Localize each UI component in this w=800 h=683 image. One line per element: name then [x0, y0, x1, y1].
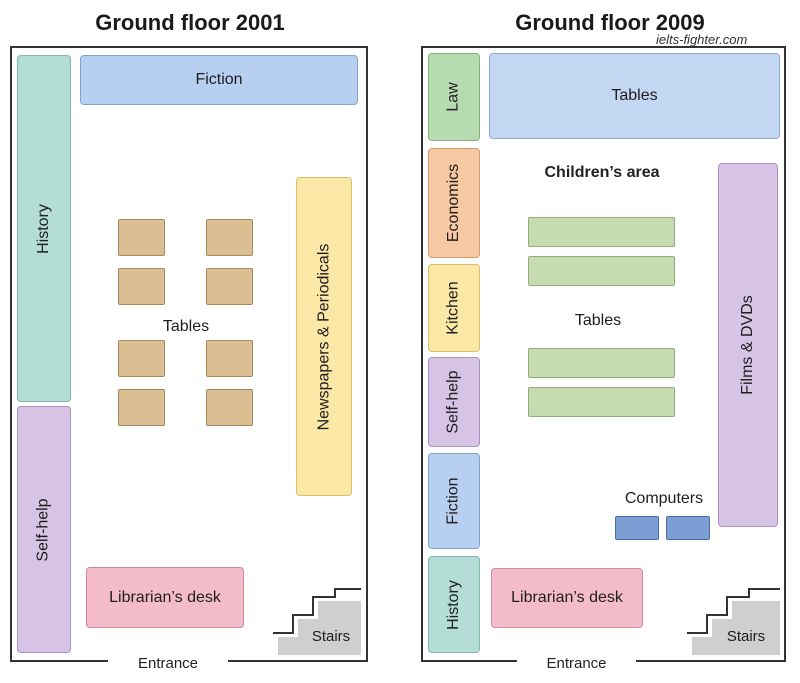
plan-2001-newspapers-section: Newspapers & Periodicals: [296, 177, 352, 496]
plan-2009-economics-label: Economics: [445, 163, 462, 243]
plan-2001-librarian-desk: Librarian’s desk: [86, 567, 244, 628]
plan-2001-history-label: History: [35, 203, 52, 254]
plan-2001-walls: [10, 46, 368, 662]
plan-2001-table: [206, 340, 253, 377]
plan-2009-wall-bottom-left: [421, 660, 517, 662]
plan-2001-table: [118, 389, 165, 426]
plan-2009-table: [528, 256, 675, 286]
plan-2009-table: [528, 348, 675, 378]
plan-2009-history-label: History: [445, 579, 462, 630]
plan-2001-table: [118, 340, 165, 377]
plan-2001-fiction-label: Fiction: [195, 71, 243, 88]
plan-2009-kitchen-label: Kitchen: [445, 281, 462, 335]
plan-2009-self-help-section: Self-help: [428, 357, 480, 447]
plan-2001-stairs-label: Stairs: [311, 628, 351, 645]
plan-2001-newspapers-label: Newspapers & Periodicals: [315, 243, 332, 430]
plan-2001-self-help-label: Self-help: [35, 497, 52, 562]
plan-2009-kitchen-section: Kitchen: [428, 264, 480, 352]
plan-2009-law-label: Law: [444, 82, 462, 112]
plan-2009-librarian-desk: Librarian’s desk: [491, 568, 643, 628]
plan-2001-title: Ground floor 2001: [95, 10, 285, 35]
plan-2009-table: [528, 217, 675, 247]
plan-2009-computer-icon: [666, 516, 710, 540]
plan-2001-wall-bottom-left: [10, 660, 108, 662]
plan-2001-entrance-label: Entrance: [137, 655, 199, 672]
plan-2009-history-section: History: [428, 556, 480, 653]
plan-2001-table: [206, 389, 253, 426]
plan-2009-entrance-label: Entrance: [546, 655, 607, 672]
plan-2009-films-dvds-section: Films & DVDs: [718, 163, 778, 527]
plan-2001-history-section: History: [17, 55, 71, 402]
plan-2001-tables-label: Tables: [162, 318, 210, 335]
plan-2009-economics-section: Economics: [428, 148, 480, 258]
plan-2009-stairs-label: Stairs: [726, 628, 766, 645]
plan-2001-wall-bottom-right: [228, 660, 368, 662]
plan-2009-self-help-label: Self-help: [445, 370, 462, 434]
plan-2009-librarian-desk-label: Librarian’s desk: [511, 589, 623, 606]
plan-2009-tables-area: Tables: [489, 53, 780, 139]
plan-2001-stairs-icon: [273, 588, 361, 655]
plan-2009-films-dvds-label: Films & DVDs: [739, 295, 756, 395]
plan-2001-table: [118, 219, 165, 256]
plan-2009-table: [528, 387, 675, 417]
plan-2009-stairs-icon: [687, 588, 780, 655]
plan-2001-table: [206, 268, 253, 305]
plan-2001-self-help-section: Self-help: [17, 406, 71, 653]
plan-2009-title: Ground floor 2009: [515, 10, 705, 35]
plan-2009-fiction-section: Fiction: [428, 453, 480, 549]
plan-2001-librarian-desk-label: Librarian’s desk: [109, 588, 221, 606]
plan-2001-table: [118, 268, 165, 305]
plan-2009-computer-icon: [615, 516, 659, 540]
plan-2009-computers-label: Computers: [624, 490, 704, 507]
plan-2001-table: [206, 219, 253, 256]
plan-2009-tables-label: Tables: [574, 312, 622, 329]
plan-2001-fiction-section: Fiction: [80, 55, 358, 105]
plan-2009-law-section: Law: [428, 53, 480, 141]
plan-2009-walls: [421, 46, 786, 662]
plan-2009-wall-bottom-right: [636, 660, 786, 662]
watermark: ielts-fighter.com: [656, 32, 748, 47]
plan-2009-childrens-area-label: Children’s area: [544, 164, 660, 181]
plan-2009-tables-area-label: Tables: [611, 87, 658, 104]
plan-2009-fiction-label: Fiction: [445, 477, 462, 525]
